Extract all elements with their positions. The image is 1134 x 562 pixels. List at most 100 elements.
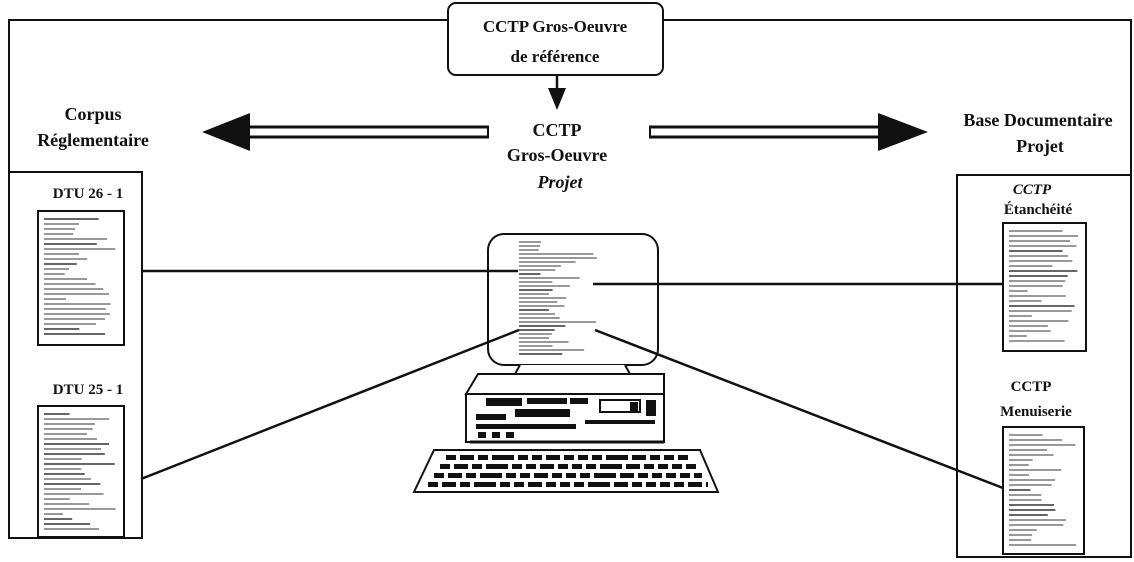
down-arrow: [548, 75, 566, 110]
keyboard-key: [632, 455, 646, 460]
keyboard-key: [474, 482, 496, 487]
connector-dtu25-to-screen: [140, 328, 520, 481]
right-doc-label-1-line1: CCTP: [1013, 182, 1052, 198]
keyboard-key: [514, 482, 524, 487]
left-double-arrow: [202, 113, 489, 151]
keyboard-key: [492, 455, 514, 460]
reference-box-line1: CCTP Gros-Oeuvre: [483, 17, 628, 36]
keyboard-key: [580, 473, 590, 478]
keyboard-key: [478, 455, 488, 460]
keyboard-key: [588, 482, 610, 487]
keyboard-key: [500, 482, 510, 487]
keyboard-key: [678, 455, 688, 460]
keyboard-key: [620, 473, 634, 478]
keyboard-key: [512, 464, 522, 469]
keyboard-key: [434, 473, 444, 478]
keyboard-key: [460, 482, 470, 487]
right-doc-label-2-line2: Menuiserie: [1000, 404, 1072, 420]
system-unit: [464, 373, 665, 444]
left-doc-label-2: DTU 25 - 1: [53, 382, 123, 398]
keyboard-key: [520, 473, 530, 478]
connector-screen-to-menuiserie: [594, 328, 1004, 490]
keyboard-key: [626, 464, 640, 469]
keyboard-key: [540, 464, 554, 469]
keyboard-key: [566, 473, 576, 478]
keyboard-key: [638, 473, 648, 478]
desktop-computer-icon: [412, 233, 720, 493]
keyboard-key: [528, 482, 542, 487]
keyboard-key: [650, 455, 660, 460]
center-title-line2: Gros-Oeuvre: [507, 145, 607, 165]
keyboard-key: [706, 482, 708, 487]
keyboard-key: [600, 464, 622, 469]
keyboard-key: [466, 473, 476, 478]
keyboard-key: [460, 455, 474, 460]
keyboard-key: [652, 473, 662, 478]
center-title-line3: Projet: [537, 172, 584, 192]
center-title-line1: CCTP: [533, 120, 582, 140]
right-double-arrow: [649, 113, 928, 151]
keyboard-key: [428, 482, 438, 487]
left-doc-text-lines-2: [44, 413, 116, 530]
keyboard-key: [680, 473, 690, 478]
left-doc-text-lines-1: [44, 218, 116, 335]
right-doc-page-1: [1002, 222, 1087, 352]
right-panel-title-line1: Base Documentaire: [963, 110, 1112, 130]
keyboard-key: [440, 464, 450, 469]
keyboard-key: [574, 482, 584, 487]
keyboard-key: [586, 464, 596, 469]
keyboard-key: [674, 482, 684, 487]
right-doc-text-lines-1: [1009, 230, 1078, 342]
right-doc-text-lines-2: [1009, 434, 1077, 546]
left-panel-title-line1: Corpus: [64, 104, 121, 124]
keyboard-key: [660, 482, 670, 487]
keyboard-key: [694, 473, 702, 478]
keyboard-keys: [428, 455, 708, 487]
keyboard-key: [532, 455, 542, 460]
keyboard-key: [448, 473, 462, 478]
reference-cctp-box: CCTP Gros-Oeuvre de référence: [447, 2, 664, 76]
keyboard-key: [534, 473, 548, 478]
right-panel-box: [956, 174, 1132, 558]
keyboard-key: [560, 482, 570, 487]
right-panel-title-line2: Projet: [1016, 136, 1064, 156]
keyboard-key: [666, 473, 676, 478]
keyboard-key: [546, 455, 560, 460]
keyboard-key: [614, 482, 628, 487]
keyboard-key: [446, 455, 456, 460]
keyboard-key: [664, 455, 674, 460]
left-doc-page-2: [37, 405, 125, 538]
keyboard-key: [578, 455, 588, 460]
keyboard-key: [672, 464, 682, 469]
keyboard-key: [688, 482, 702, 487]
keyboard-key: [518, 455, 528, 460]
keyboard-key: [546, 482, 556, 487]
keyboard-key: [646, 482, 656, 487]
left-doc-page-1: [37, 210, 125, 346]
right-doc-label-1-line2: Étanchéité: [1004, 201, 1073, 218]
keyboard-key: [594, 473, 616, 478]
keyboard-key: [632, 482, 642, 487]
monitor-stand: [513, 364, 632, 375]
keyboard-key: [526, 464, 536, 469]
left-panel-title-line2: Réglementaire: [37, 130, 149, 150]
keyboard-key: [592, 455, 602, 460]
keyboard: [412, 449, 720, 493]
keyboard-key: [442, 482, 456, 487]
keyboard-key: [558, 464, 568, 469]
monitor-text-lines: [519, 241, 597, 355]
keyboard-key: [506, 473, 516, 478]
keyboard-key: [572, 464, 582, 469]
keyboard-key: [644, 464, 654, 469]
left-doc-label-1: DTU 26 - 1: [53, 186, 123, 202]
right-doc-label-2-line1: CCTP: [1011, 379, 1052, 395]
keyboard-key: [552, 473, 562, 478]
keyboard-key: [472, 464, 482, 469]
keyboard-key: [480, 473, 502, 478]
keyboard-key: [606, 455, 628, 460]
keyboard-key: [658, 464, 668, 469]
keyboard-key: [564, 455, 574, 460]
keyboard-key: [686, 464, 696, 469]
reference-box-line2: de référence: [511, 47, 600, 66]
